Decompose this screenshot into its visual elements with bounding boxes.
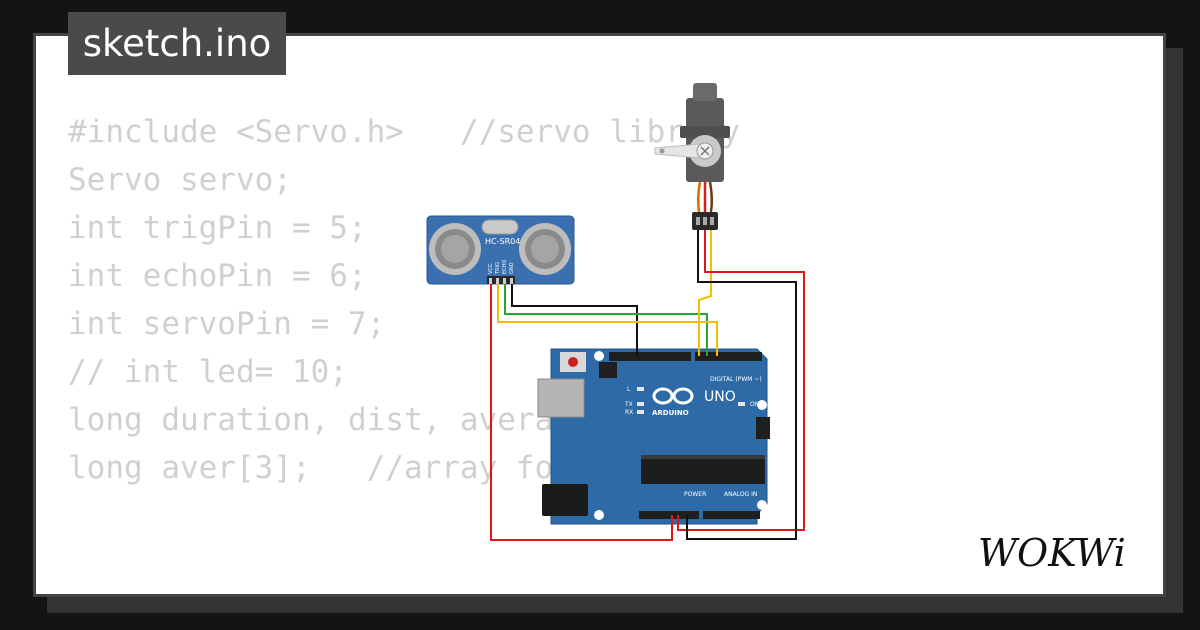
led-on-label: ON: [750, 401, 759, 408]
led-rx-label: RX: [625, 409, 633, 416]
board-brand-label: ARDUINO: [652, 409, 689, 417]
file-tab[interactable]: sketch.ino: [68, 12, 286, 75]
sensor-pin-label: ECHO: [502, 260, 508, 274]
code-line: // int led= 10;: [68, 354, 348, 390]
servo-motor[interactable]: [654, 83, 730, 230]
code-line: int echoPin = 6;: [68, 258, 367, 294]
wokwi-logo: WOKWi: [978, 531, 1126, 575]
sensor-pin-label: GND: [509, 262, 515, 274]
code-line: Servo servo;: [68, 162, 292, 198]
code-line: int trigPin = 5;: [68, 210, 367, 246]
sensor-label: HC-SR04: [485, 237, 520, 246]
ultrasonic-sensor[interactable]: HC-SR04 VCC TRIG ECHO GND: [426, 215, 575, 285]
wires: [490, 230, 805, 541]
logo-text: WOKWi: [978, 531, 1126, 575]
sensor-pin-label: TRIG: [495, 262, 501, 275]
led-tx-label: TX: [624, 401, 633, 408]
power-header-label: POWER: [684, 491, 706, 498]
sensor-pin-label: VCC: [488, 263, 494, 274]
digital-header-label: DIGITAL (PWM ~): [710, 376, 762, 383]
arduino-uno-board[interactable]: DIGITAL (PWM ~) POWER ANALOG IN UNO ARDU…: [537, 348, 770, 525]
led-l-label: L: [627, 386, 631, 393]
code-line: int servoPin = 7;: [68, 306, 386, 342]
board-model-label: UNO: [704, 389, 736, 405]
analog-header-label: ANALOG IN: [724, 491, 757, 498]
code-line: #include <Servo.h> //servo library: [68, 114, 740, 150]
